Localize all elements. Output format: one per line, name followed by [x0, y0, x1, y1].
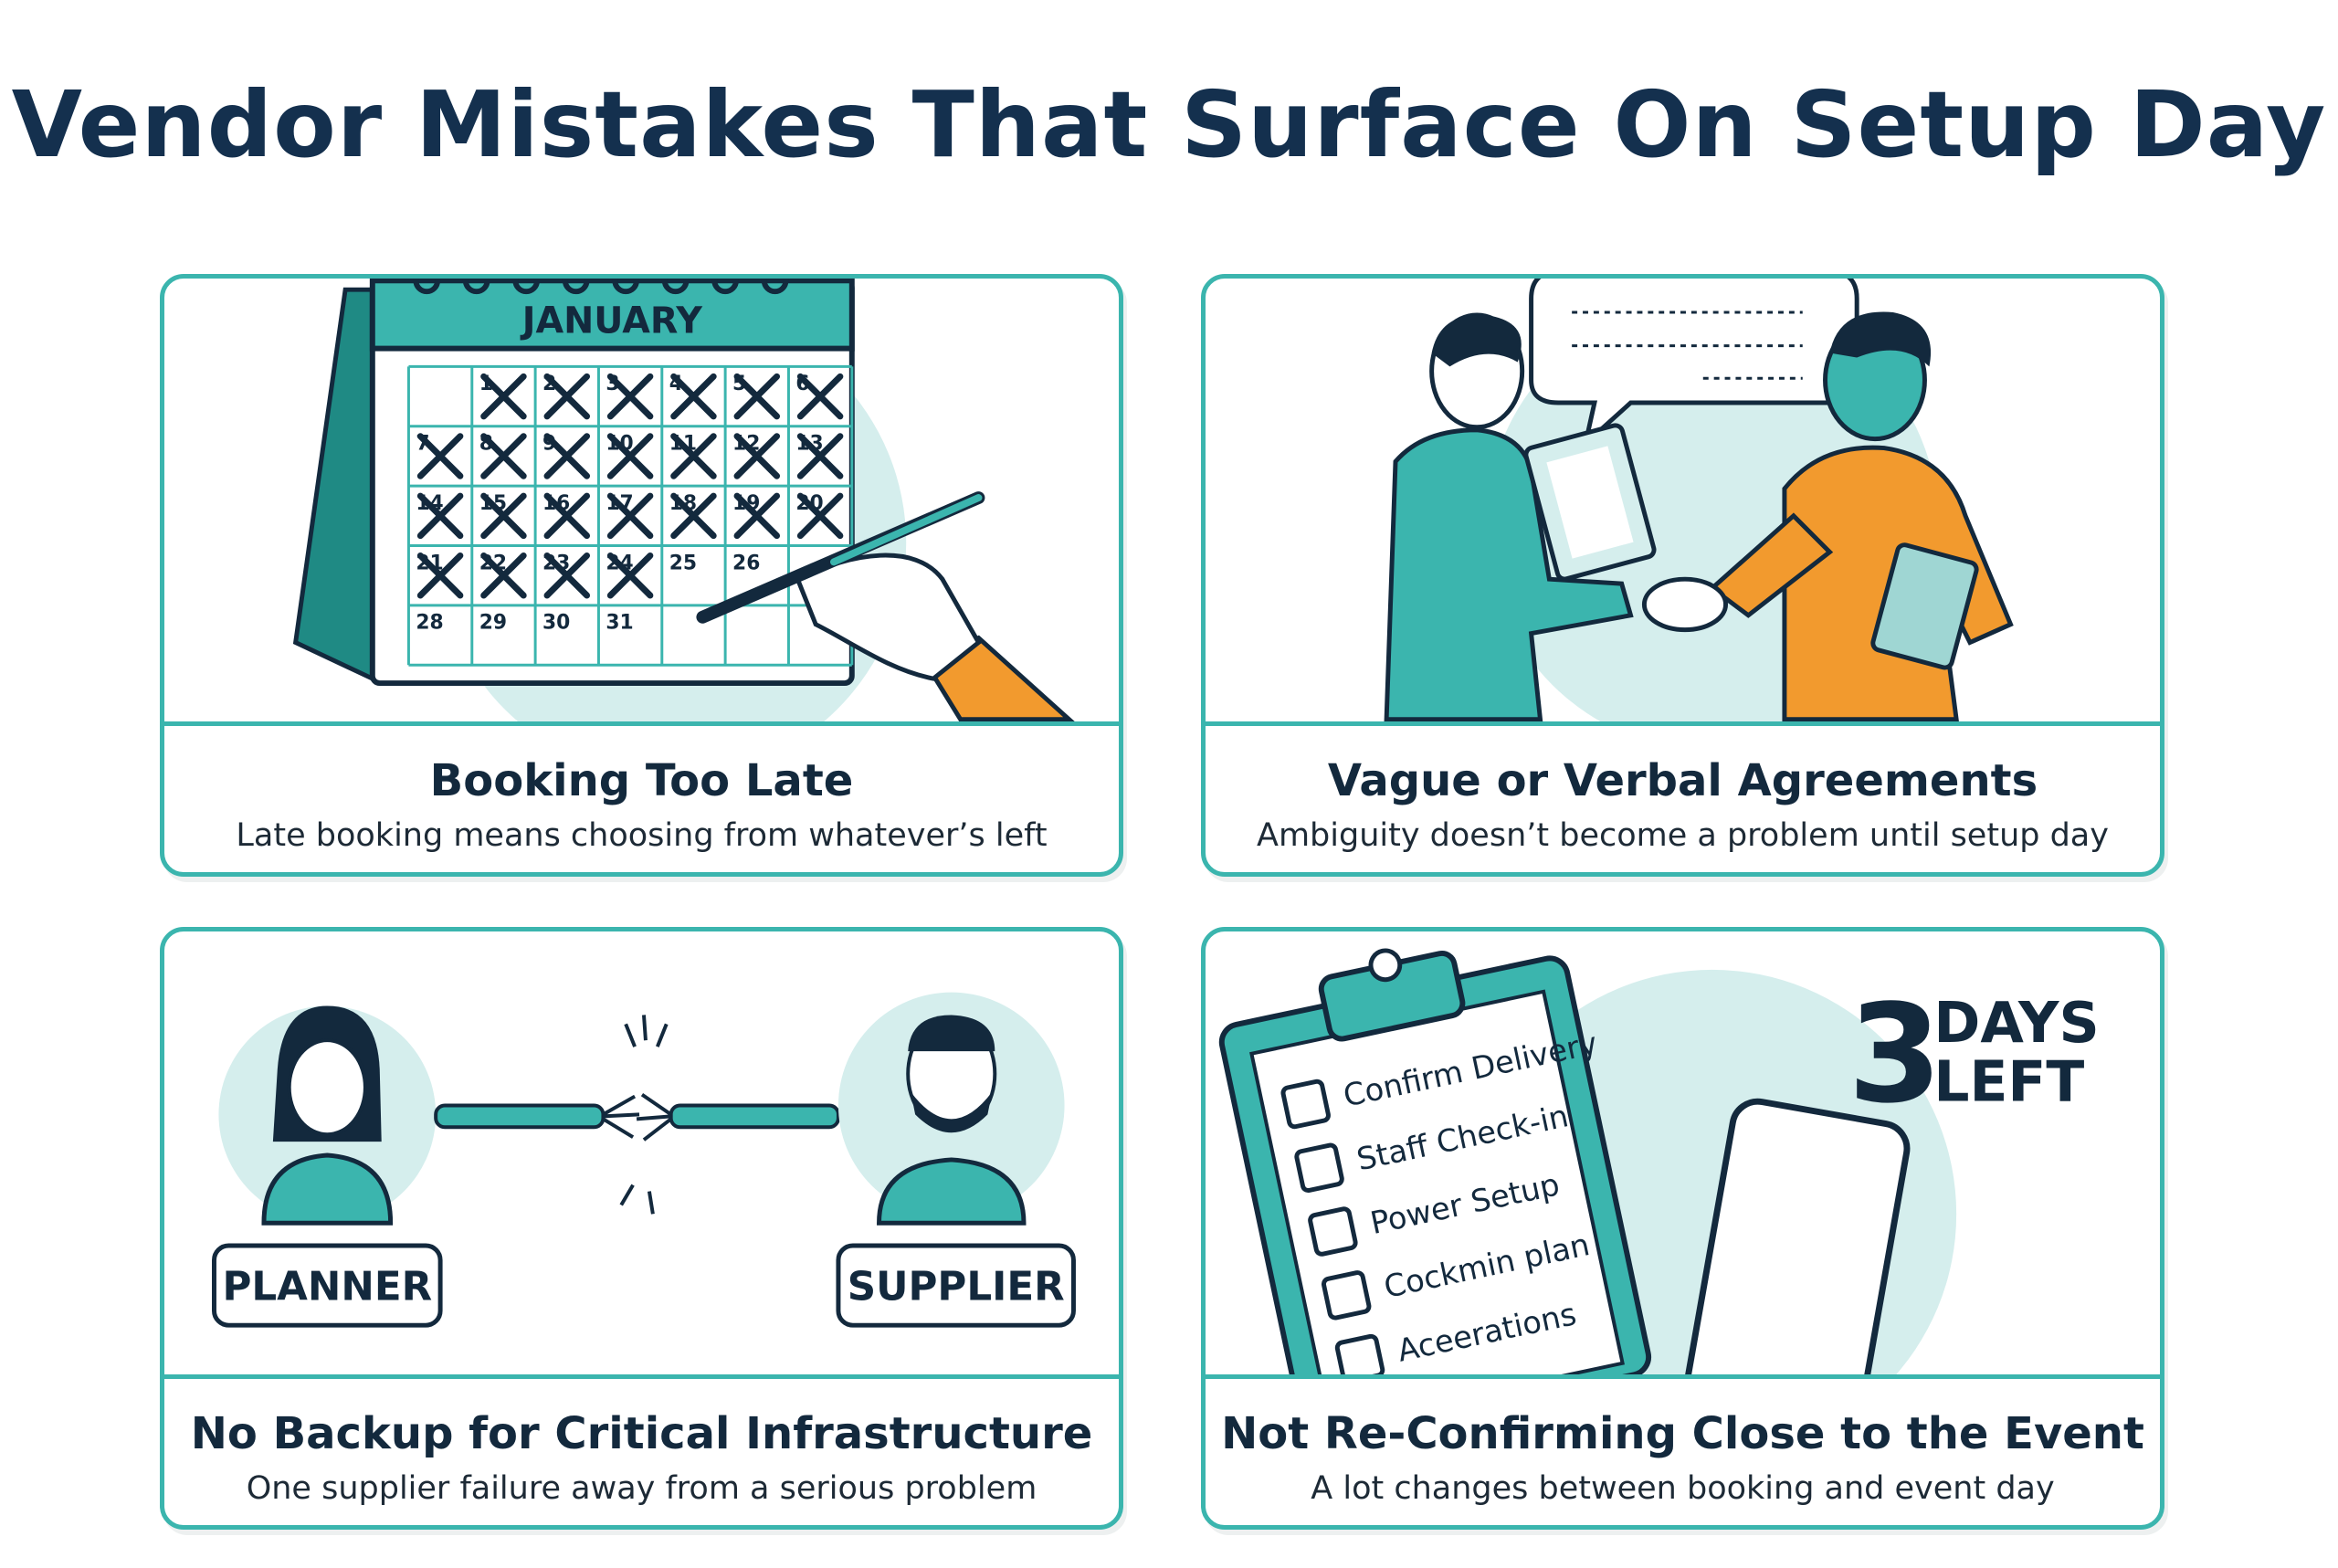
cross-mark-icon	[416, 552, 464, 599]
planner-label: PLANNER	[222, 1264, 432, 1310]
cross-mark-icon	[733, 433, 781, 479]
cross-mark-icon	[416, 492, 464, 540]
planner-avatar-icon	[218, 1005, 437, 1226]
checkbox-icon	[1280, 1079, 1331, 1130]
supplier-avatar-icon	[837, 992, 1065, 1226]
card-no-backup: PLANNER SUPPLIER No Backup for Critical …	[160, 927, 1123, 1530]
calendar-day: 30	[542, 612, 570, 635]
cross-mark-icon	[606, 373, 654, 420]
countdown-line1: DAYS	[1933, 991, 2099, 1056]
broken-rope-scene: PLANNER SUPPLIER	[212, 992, 1076, 1328]
card-title: Booking Too Late	[429, 755, 854, 806]
handshake-icon	[1384, 279, 2014, 721]
cross-mark-icon	[670, 373, 717, 420]
supplier-label: SUPPLIER	[848, 1264, 1065, 1310]
cross-mark-icon	[796, 492, 844, 540]
supplier-tag	[836, 1243, 1076, 1328]
card-divider	[1206, 1374, 2160, 1379]
card-divider	[1206, 721, 2160, 726]
speech-bubble-icon	[1529, 279, 1859, 450]
calendar-day: 28	[416, 612, 443, 635]
cross-mark-icon	[480, 373, 527, 420]
cross-mark-icon	[733, 373, 781, 420]
countdown-number: 3	[1848, 976, 1942, 1134]
cross-mark-icon	[416, 433, 464, 479]
cross-mark-icon	[543, 433, 591, 479]
cross-mark-icon	[543, 552, 591, 599]
card-vague-agreements: Vague or Verbal Agreements Ambiguity doe…	[1201, 274, 2164, 877]
hand-with-pen-icon	[696, 491, 1075, 721]
card-divider	[164, 721, 1119, 726]
card-description: A lot changes between booking and event …	[1311, 1470, 2055, 1507]
clipboard-icon	[1523, 423, 1657, 582]
cross-mark-icon	[543, 373, 591, 420]
checkbox-icon	[1334, 1333, 1385, 1374]
calendar-month: JANUARY	[520, 300, 703, 342]
cross-mark-icon	[796, 433, 844, 479]
cross-mark-icon	[733, 492, 781, 540]
calendar-icon: JANUARY 12345678910111213141516171819202…	[292, 279, 1075, 721]
calendar-day: 31	[606, 612, 633, 635]
card-booking-too-late: JANUARY 12345678910111213141516171819202…	[160, 274, 1123, 877]
checkbox-icon	[1321, 1270, 1372, 1321]
card-description: Ambiguity doesn’t become a problem until…	[1257, 817, 2109, 854]
card-title: Vague or Verbal Agreements	[1327, 755, 2038, 806]
countdown-line2: LEFT	[1933, 1050, 2084, 1115]
card-title: No Backup for Critical Infrastructure	[190, 1408, 1093, 1459]
broken-rope-icon	[434, 1015, 840, 1215]
cross-mark-icon	[670, 492, 717, 540]
cross-mark-icon	[606, 492, 654, 540]
calendar-day: 26	[732, 552, 760, 574]
cross-mark-icon	[670, 433, 717, 479]
page-title: Vendor Mistakes That Surface On Setup Da…	[11, 71, 2327, 178]
phone-icon	[1681, 1098, 1911, 1374]
checkbox-icon	[1294, 1142, 1344, 1193]
calendar-day: 29	[479, 612, 507, 635]
cross-mark-icon	[480, 492, 527, 540]
cross-mark-icon	[543, 492, 591, 540]
card-description: One supplier failure away from a serious…	[246, 1470, 1037, 1507]
cross-mark-icon	[606, 433, 654, 479]
cross-mark-icon	[606, 552, 654, 599]
card-divider	[164, 1374, 1119, 1379]
card-title: Not Re-Confirming Close to the Event	[1221, 1408, 2144, 1459]
card-description: Late booking means choosing from whateve…	[236, 817, 1048, 854]
planner-tag	[212, 1243, 443, 1328]
cross-mark-icon	[480, 552, 527, 599]
checkbox-icon	[1308, 1206, 1358, 1257]
calendar-day: 25	[669, 552, 697, 574]
cross-mark-icon	[480, 433, 527, 479]
cross-mark-icon	[796, 373, 844, 420]
